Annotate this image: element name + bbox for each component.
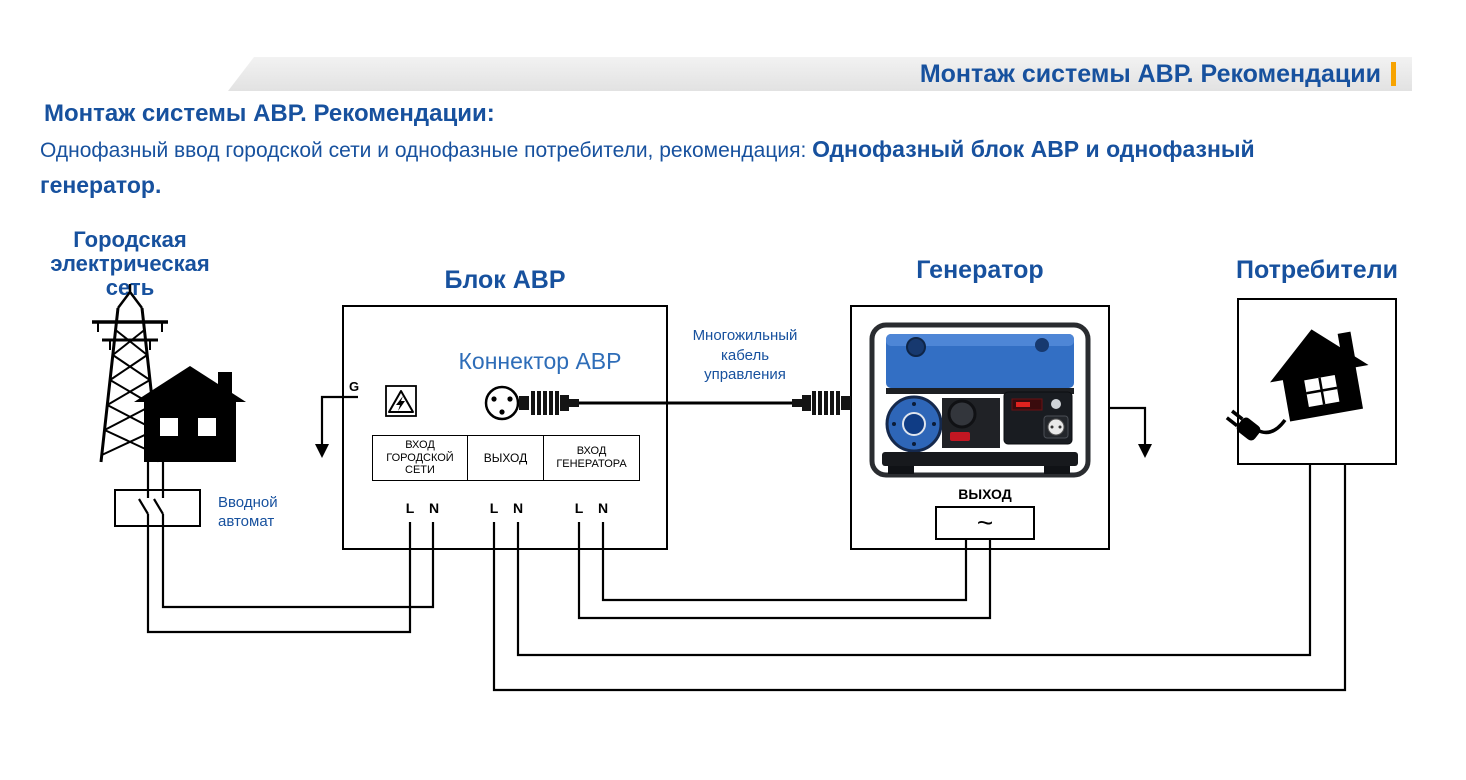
pin-output-n: N <box>512 500 524 516</box>
avr-block-box <box>342 305 668 550</box>
page-title: Монтаж системы АВР. Рекомендации: <box>44 100 495 127</box>
generator-output-label: ВЫХОД <box>958 486 1012 502</box>
banner-accent-bar <box>1391 62 1396 86</box>
input-breaker-label: Вводной автомат <box>218 494 278 530</box>
header-banner: Монтаж системы АВР. Рекомендации <box>228 57 1412 91</box>
pin-city-l: L <box>405 500 415 516</box>
input-breaker-icon <box>114 489 201 527</box>
avr-terminal-output: ВЫХОД <box>467 435 544 481</box>
generator-output-box: ~ <box>935 506 1035 540</box>
avr-terminal-city-input: ВХОД ГОРОДСКОЙ СЕТИ <box>372 435 468 481</box>
avr-terminal-generator-input: ВХОД ГЕНЕРАТОРА <box>543 435 640 481</box>
avr-connector-label: Коннектор АВР <box>458 348 622 374</box>
pin-city-n: N <box>428 500 440 516</box>
intro-paragraph: Однофазный ввод городской сети и однофаз… <box>40 132 1370 204</box>
generator-ground-arrow-icon <box>1110 406 1152 458</box>
pin-output-l: L <box>489 500 499 516</box>
pin-gen-l: L <box>574 500 584 516</box>
avr-block-title: Блок АВР <box>444 266 566 294</box>
ac-symbol: ~ <box>976 507 994 538</box>
banner-title: Монтаж системы АВР. Рекомендации <box>919 59 1381 88</box>
city-house-icon <box>134 366 246 462</box>
intro-text-regular: Однофазный ввод городской сети и однофаз… <box>40 139 813 162</box>
wiring <box>146 462 1347 692</box>
city-network-label: Городская электрическая сеть <box>50 227 210 300</box>
pin-gen-n: N <box>597 500 609 516</box>
ground-label: G <box>349 379 360 394</box>
control-cable-label: Многожильный кабель управления <box>692 327 798 383</box>
consumers-title: Потребители <box>1236 256 1398 284</box>
transmission-tower-icon <box>92 284 168 463</box>
intro-text-bold: Однофазный блок АВР и однофазный генерат… <box>40 136 1255 198</box>
generator-title: Генератор <box>916 256 1044 284</box>
consumers-box <box>1237 298 1397 465</box>
